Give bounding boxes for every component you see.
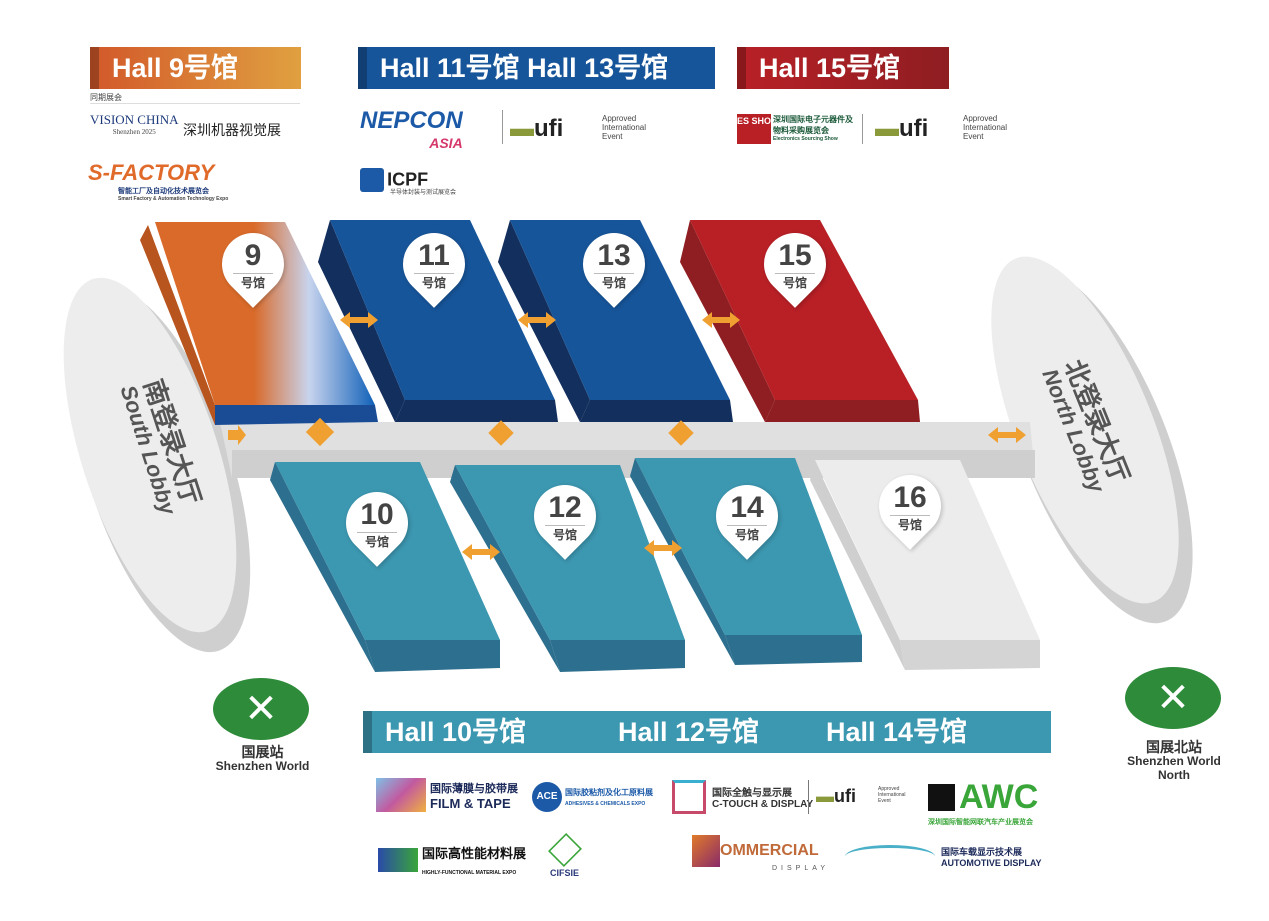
hall-number: 10 (357, 498, 397, 533)
hall-number: 15 (775, 239, 815, 274)
hall-number: 13 (594, 239, 634, 274)
mtr-logo-icon: ✕ (213, 678, 309, 740)
banner-hall-15: Hall 15号馆 (737, 47, 949, 89)
divider (808, 780, 809, 814)
banner-hall-12: Hall 12号馆 (618, 717, 760, 747)
banner-hall-11-13: Hall 11号馆 Hall 13号馆 (358, 47, 715, 89)
hall-pin-label: 14 号馆 (716, 491, 778, 543)
hall-number: 9 (233, 239, 273, 274)
hall-suffix: 号馆 (601, 276, 626, 290)
hall-number: 14 (727, 491, 767, 526)
arrow-icon (228, 425, 246, 445)
hall-suffix: 号馆 (734, 528, 759, 542)
concurrent-label: 同期展会 (90, 92, 300, 104)
south-lobby[interactable] (28, 258, 287, 673)
hall-9[interactable] (140, 222, 378, 425)
double-arrow-icon (702, 312, 740, 328)
hall-pin-label: 12 号馆 (534, 491, 596, 543)
ufi-logo: ▬ufi (875, 115, 929, 142)
arrow-icon (668, 420, 694, 446)
hall-suffix: 号馆 (552, 528, 577, 542)
double-arrow-icon (988, 427, 1026, 443)
divider (862, 114, 863, 144)
double-arrow-icon (518, 312, 556, 328)
ufi-logo: ▬ufi (510, 115, 564, 142)
ufi-text: Approved International Event (602, 114, 647, 141)
arrow-icon (488, 420, 514, 446)
hall-pin-label: 15 号馆 (764, 239, 826, 291)
hall-pin-label: 11 号馆 (403, 239, 465, 291)
ufi-logo: ▬ufi (816, 786, 856, 806)
hall-number: 12 (545, 491, 585, 526)
double-arrow-icon (462, 544, 500, 560)
hall-suffix: 号馆 (240, 276, 265, 290)
cifsie-logo: CIFSIE (547, 832, 582, 878)
hall-pin-label: 10 号馆 (346, 498, 408, 550)
banner-hall-9: Hall 9号馆 (90, 47, 301, 89)
north-lobby[interactable] (953, 233, 1233, 648)
banner-hall-10: Hall 10号馆 (385, 717, 527, 747)
mtr-logo-icon: ✕ (1125, 667, 1221, 729)
hall-suffix: 号馆 (364, 535, 389, 549)
arrow-icon (305, 417, 335, 447)
hall-suffix: 号馆 (782, 276, 807, 290)
hall-suffix: 号馆 (421, 276, 446, 290)
hall-pin-label: 9 号馆 (222, 239, 284, 291)
hall-pin-label: 13 号馆 (583, 239, 645, 291)
vision-china-cn: 深圳机器视觉展 (183, 124, 281, 139)
banner-hall-14: Hall 14号馆 (826, 717, 968, 747)
hall-number: 11 (414, 239, 454, 274)
ufi-text: Approved International Event (963, 114, 1008, 141)
divider (502, 110, 503, 144)
hall-pin-label: 16 号馆 (879, 481, 941, 533)
hall-16[interactable] (810, 460, 1040, 670)
double-arrow-icon (340, 312, 378, 328)
ufi-text: Approved International Event (878, 786, 906, 804)
double-arrow-icon (644, 540, 682, 556)
banner-hall-10-12-14: Hall 10号馆 Hall 12号馆 Hall 14号馆 (363, 711, 1051, 753)
hall-suffix: 号馆 (897, 518, 922, 532)
hall-number: 16 (890, 481, 930, 516)
connector-arrows (228, 312, 1026, 560)
